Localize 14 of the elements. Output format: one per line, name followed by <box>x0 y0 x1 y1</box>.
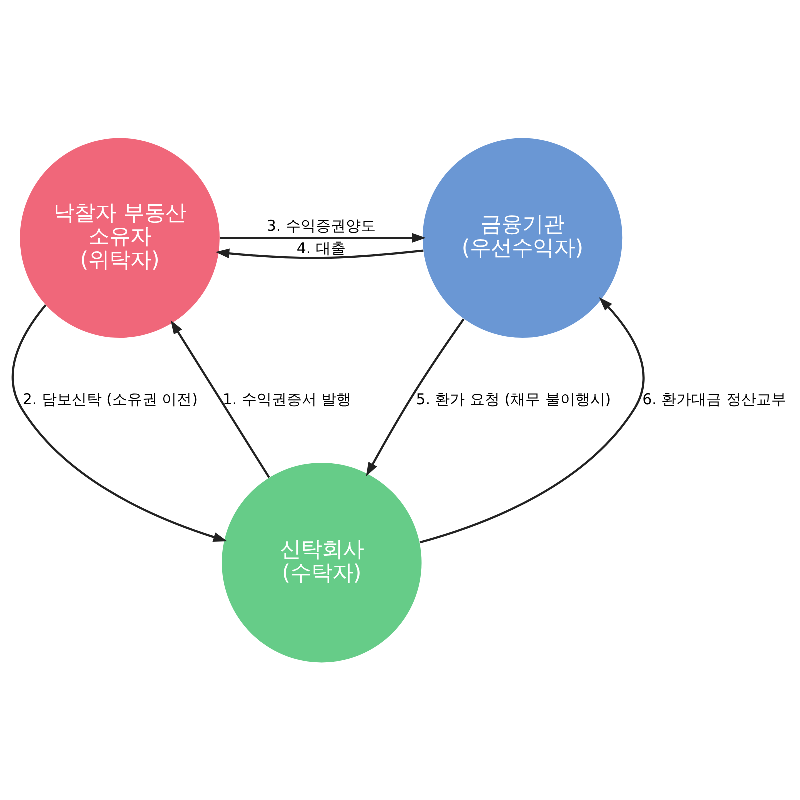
arrow <box>220 232 426 243</box>
edge-label: 2. 담보신탁 (소유권 이전) <box>22 390 198 408</box>
arrow <box>366 318 465 476</box>
arrow <box>170 320 270 478</box>
edge-label: 6. 환가대금 정산교부 <box>642 390 786 408</box>
node-circle: 낙찰자 부동산 소유자 (위탁자) <box>20 138 220 338</box>
edge-label: 3. 수익증권양도 <box>266 216 376 234</box>
edge-label: 1. 수익권증서 발행 <box>222 390 352 408</box>
edge-label: 4. 대출 <box>296 238 346 257</box>
arrow <box>12 304 228 542</box>
arrow <box>420 296 645 544</box>
node-circle: 금융기관 (우선수익자) <box>422 138 623 338</box>
edge-label: 5. 환가 요청 (채무 불이행시) <box>416 390 612 408</box>
arrow <box>216 248 424 259</box>
